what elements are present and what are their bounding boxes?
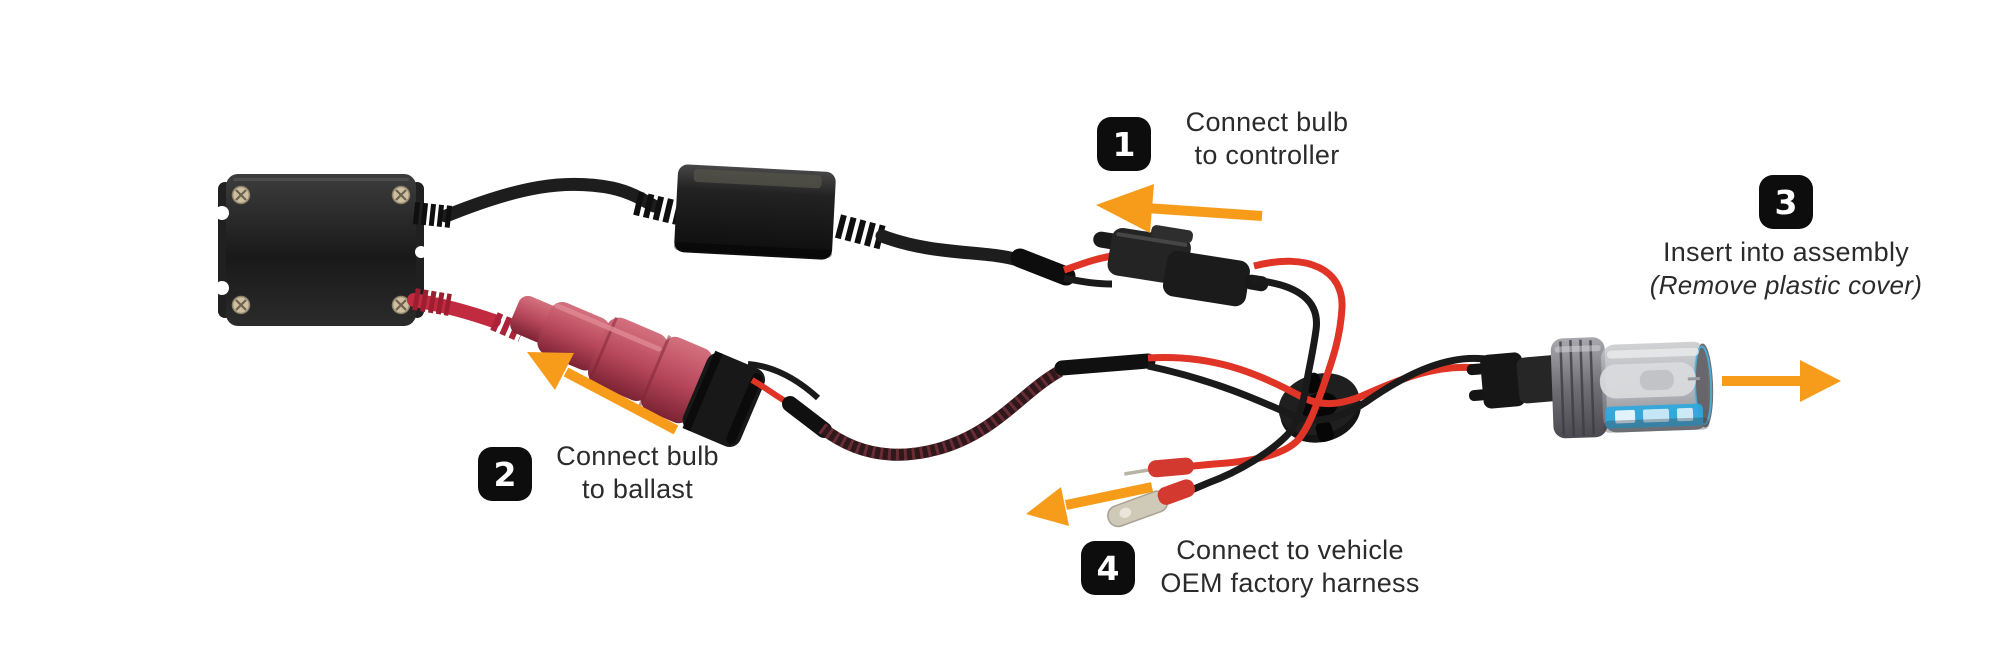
step-4-badge: 4	[1081, 541, 1135, 595]
harness-wires-to-bulb	[1147, 353, 1493, 424]
hid-bulb-assembly	[1550, 337, 1714, 439]
controller-module	[674, 164, 836, 260]
step-3-label-line1: Insert into assembly	[1662, 237, 1910, 267]
step-3-badge: 3	[1759, 175, 1813, 229]
step-2-label-line2: to ballast	[581, 474, 694, 504]
step-2-label-line1: Connect bulb	[556, 441, 719, 471]
ballast	[215, 174, 427, 326]
step-1-label: Connect bulb to controller	[1152, 106, 1382, 172]
oem-harness-wires	[1171, 257, 1346, 498]
oem-terminal-pin	[1124, 457, 1194, 478]
step-4-label-line2: OEM factory harness	[1160, 568, 1420, 598]
step-3-label: Insert into assembly (Remove plastic cov…	[1636, 236, 1936, 302]
controller-output-cable	[875, 229, 1113, 288]
step-3-arrow-right-icon	[1722, 360, 1841, 402]
step-1-label-line1: Connect bulb	[1185, 107, 1349, 137]
step-2-badge: 2	[478, 447, 532, 501]
step-1-badge: 1	[1097, 117, 1151, 171]
step-1-arrow-left-icon	[1096, 184, 1263, 233]
step-2-arrow-up-left-icon	[527, 352, 679, 435]
bulb-to-controller-connector	[1093, 225, 1269, 307]
ballast-red-cable	[407, 288, 526, 342]
step-4-label-line1: Connect to vehicle	[1176, 535, 1404, 565]
ballast-screw-icon	[231, 185, 411, 315]
step-1-label-line2: to controller	[1194, 140, 1340, 170]
braided-harness-cable	[747, 353, 1156, 461]
step-4-arrow-down-left-icon	[1026, 482, 1154, 526]
step-2-label: Connect bulb to ballast	[535, 440, 740, 506]
step-3-label-line2: (Remove plastic cover)	[1649, 270, 1923, 300]
oem-terminal-spade	[1107, 479, 1195, 528]
step-4-label: Connect to vehicle OEM factory harness	[1140, 534, 1440, 600]
ballast-controller-cable	[412, 177, 681, 228]
controller-strain-relief	[834, 214, 888, 250]
